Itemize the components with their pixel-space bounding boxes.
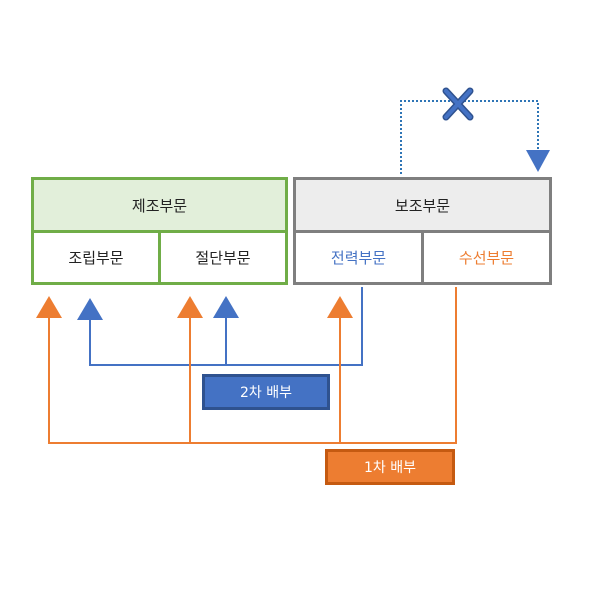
first-arrowhead-assembly: [36, 296, 62, 318]
blocked-x-icon: [442, 87, 474, 121]
first-arrowhead-power: [327, 296, 353, 318]
manufacturing-divider: [34, 230, 285, 233]
auxiliary-divider: [296, 230, 549, 233]
second-arrowhead-cutting: [213, 296, 239, 318]
second-allocation-label: 2차 배부: [202, 374, 330, 410]
repair-department: 수선부문: [458, 249, 515, 267]
second-arrowhead-assembly: [77, 298, 103, 320]
auxiliary-title: 보조부문: [296, 180, 549, 231]
first-arrowhead-cutting: [177, 296, 203, 318]
cutting-department: 절단부문: [195, 249, 251, 267]
assembly-department: 조립부문: [68, 249, 124, 267]
blocked-link-line: [400, 100, 539, 174]
auxiliary-divider-vertical: [421, 233, 424, 282]
first-allocation-line: [48, 287, 457, 444]
manufacturing-divider-vertical: [158, 233, 161, 282]
manufacturing-title: 제조부문: [34, 180, 285, 231]
blocked-link-arrowhead: [526, 150, 550, 172]
first-allocation-label: 1차 배부: [325, 449, 455, 485]
power-department: 전력부문: [330, 249, 387, 267]
